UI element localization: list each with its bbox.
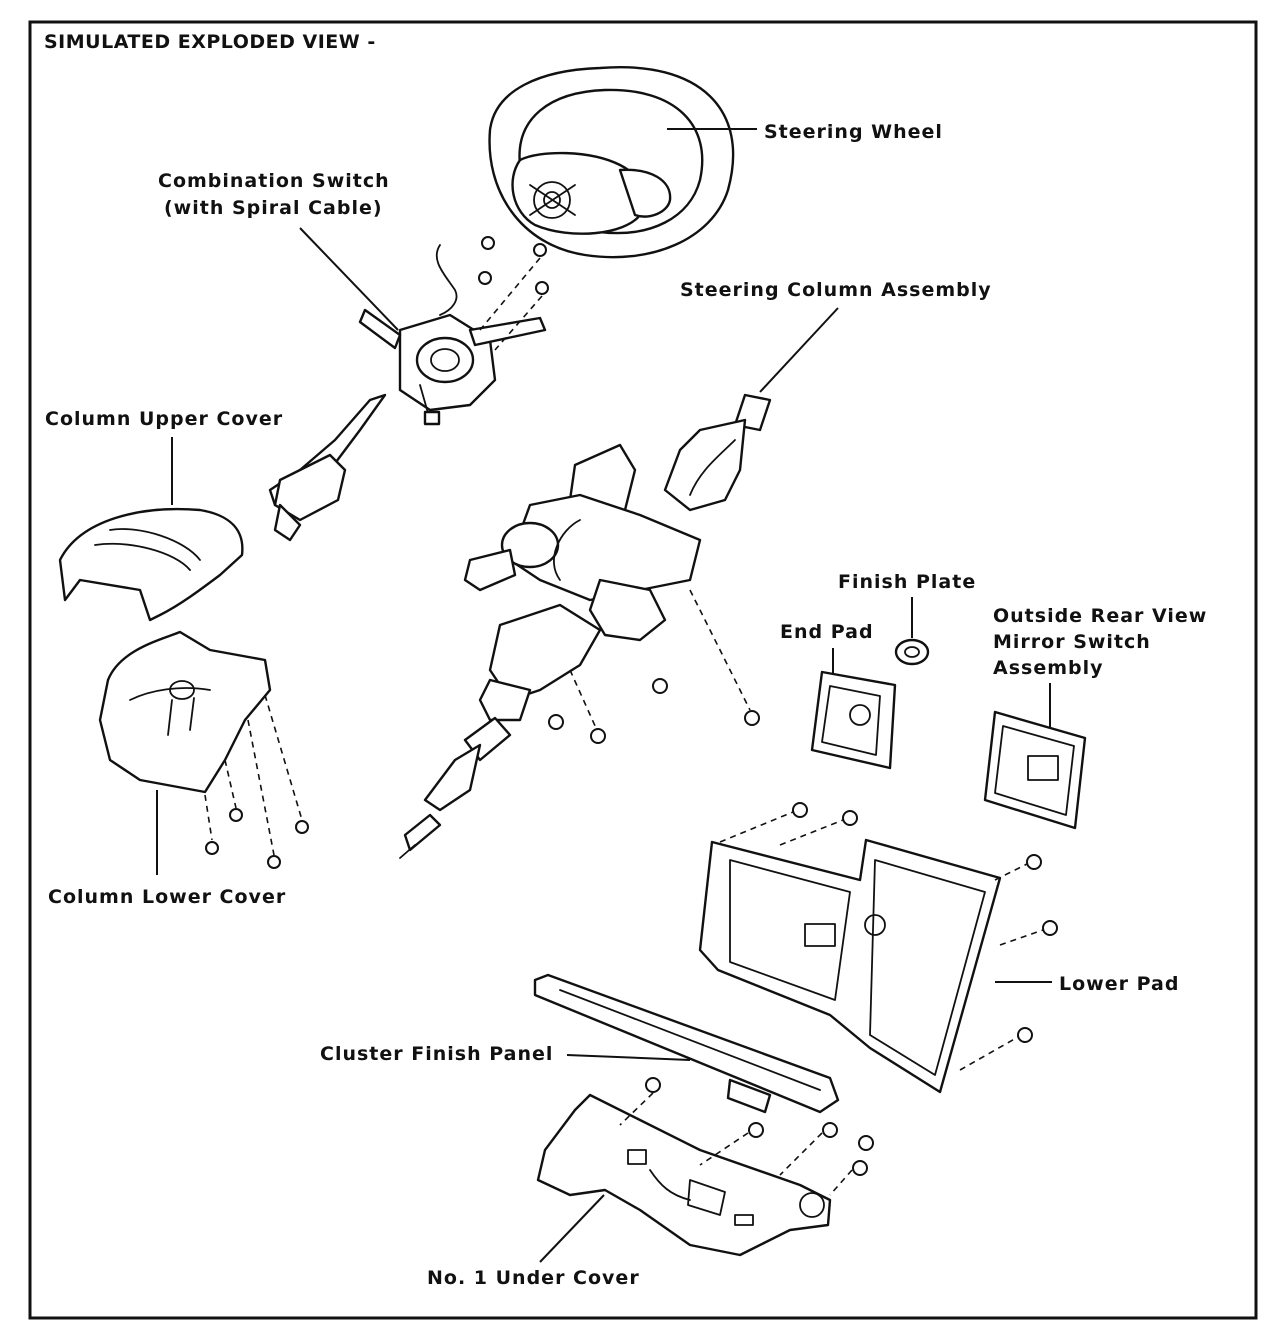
mirror-switch-label-line3: Assembly: [993, 657, 1104, 679]
mirror-switch-part: [983, 710, 1087, 830]
cluster-finish-panel-leader: [566, 1054, 691, 1061]
column-upper-cover-part: [58, 507, 244, 622]
steering-column-assembly-label: Steering Column Assembly: [680, 279, 992, 301]
end-pad-label: End Pad: [780, 621, 874, 643]
steering-column-part: [399, 393, 772, 859]
cluster-finish-panel-part: [533, 973, 840, 1114]
combination-switch-label-line1: Combination Switch: [158, 170, 390, 192]
steering-wheel-label: Steering Wheel: [764, 121, 943, 143]
finish-plate-label: Finish Plate: [838, 571, 976, 593]
no1-under-cover-leader: [539, 1194, 605, 1263]
lower-cover-screws: [204, 694, 309, 869]
combination-switch-leader: [299, 227, 399, 331]
finish-plate-part: [894, 638, 930, 666]
lower-pad-screws: [719, 802, 1058, 1071]
column-nuts: [548, 589, 760, 744]
mirror-switch-label-line1: Outside Rear View: [993, 605, 1207, 627]
steering-wheel-part: [488, 65, 735, 259]
column-lower-cover-part: [98, 630, 272, 794]
column-lower-cover-label: Column Lower Cover: [48, 886, 286, 908]
end-pad-part: [810, 670, 897, 770]
diagram-title: SIMULATED EXPLODED VIEW -: [44, 31, 376, 53]
under-cover-screws: [619, 1077, 874, 1196]
steering-column-assembly-leader: [759, 307, 839, 393]
combination-switch-label-line2: (with Spiral Cable): [164, 197, 383, 219]
no1-under-cover-label: No. 1 Under Cover: [427, 1267, 640, 1289]
lower-pad-label: Lower Pad: [1059, 973, 1179, 995]
cluster-finish-panel-label: Cluster Finish Panel: [320, 1043, 553, 1065]
lower-pad-part: [698, 838, 1002, 1094]
column-upper-cover-label: Column Upper Cover: [45, 408, 283, 430]
diagram-frame: [28, 20, 1258, 1320]
mirror-switch-label-line2: Mirror Switch: [993, 631, 1151, 653]
no1-under-cover-part: [536, 1093, 832, 1257]
combination-switch-part: [268, 244, 547, 542]
wheel-bolts: [478, 236, 549, 351]
